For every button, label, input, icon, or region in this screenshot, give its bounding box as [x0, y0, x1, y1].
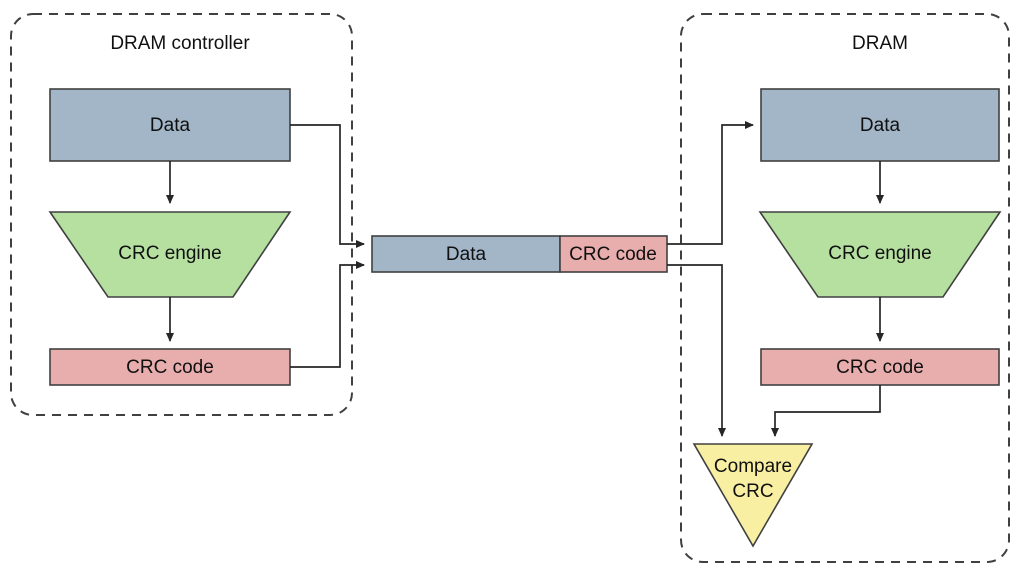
packet-crc-field	[559, 235, 668, 273]
wire-left-crccode-to-packet	[290, 261, 365, 368]
packet-data-label: Data	[446, 244, 487, 265]
wire-packet-to-right-data	[667, 121, 754, 245]
compare-crc-label-line1: Compare	[714, 456, 792, 477]
right-panel-title: DRAM	[852, 33, 908, 54]
compare-crc-block	[692, 443, 814, 548]
packet-data-field	[371, 235, 561, 273]
left-crc-engine-label: CRC engine	[118, 243, 222, 264]
right-crc-engine-block	[758, 211, 1002, 298]
wire-packet-to-compare-crc	[667, 264, 726, 437]
packet-group: Data CRC code	[371, 235, 668, 273]
left-panel-title: DRAM controller	[110, 33, 250, 54]
right-wire-crccode-to-compare	[771, 385, 881, 437]
right-data-label: Data	[860, 115, 901, 136]
right-panel-boundary	[680, 13, 1010, 563]
right-panel-group: DRAM Data CRC engine CRC code Compare CR…	[680, 13, 1010, 563]
left-crc-engine-block	[48, 211, 292, 298]
controller-to-packet-wires	[290, 124, 365, 368]
packet-to-dram-wires	[667, 121, 754, 437]
left-crc-code-label: CRC code	[126, 357, 214, 378]
right-crc-code-label: CRC code	[836, 357, 924, 378]
left-data-label: Data	[150, 115, 191, 136]
right-crc-engine-label: CRC engine	[828, 243, 932, 264]
left-panel-boundary	[10, 13, 353, 416]
compare-crc-label-line2: CRC	[732, 481, 773, 502]
wire-left-data-to-packet	[290, 124, 365, 248]
packet-crc-label: CRC code	[569, 244, 657, 265]
right-data-block	[760, 88, 1000, 162]
left-panel-group: DRAM controller Data CRC engine CRC code	[10, 13, 353, 416]
